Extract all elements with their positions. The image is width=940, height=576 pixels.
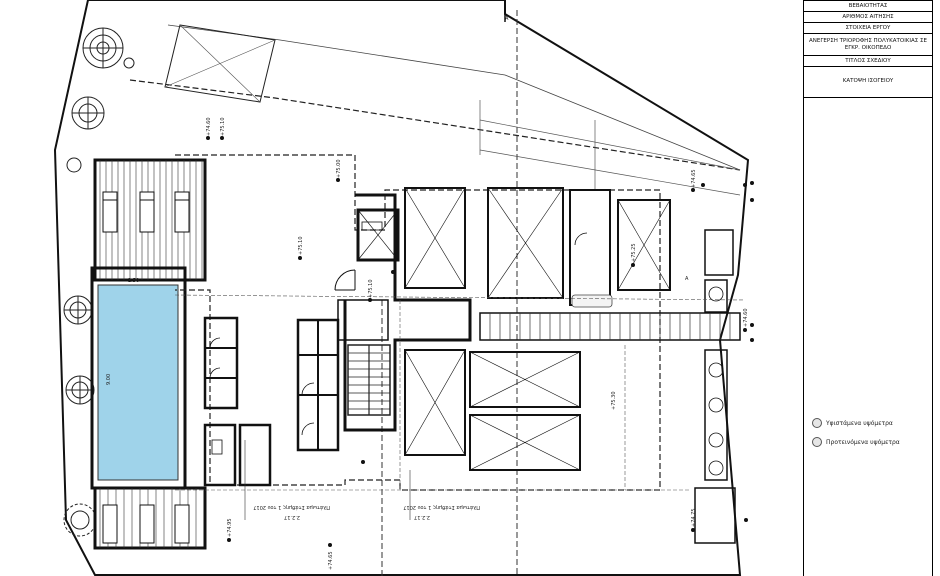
level-label: +74.60 (743, 308, 749, 327)
parking-bays-lower (404, 349, 581, 471)
core-corridor (337, 299, 389, 341)
level-label: +75.10 (298, 236, 304, 255)
boundary-marker (744, 181, 754, 522)
proposed-level-icon (812, 437, 822, 447)
pool-deck (93, 158, 207, 282)
ground-floor-plan: 9.00 2.50 (53, 0, 754, 576)
parking-dimension: 2.2.17 (284, 514, 300, 520)
building-outline (175, 154, 661, 491)
parking-dimension: 2.2.17 (414, 514, 430, 520)
legend-label: Υφιστάμενα υψόμετρα (826, 419, 893, 427)
level-label: +74.65 (691, 169, 697, 188)
tree-icon (63, 295, 93, 325)
lift-shaft (356, 208, 400, 262)
tree-icon (82, 27, 124, 69)
staircase (347, 344, 391, 416)
setback-line (129, 79, 741, 171)
shrub-icon (123, 57, 135, 69)
shrub-icon (66, 157, 82, 173)
walkway (479, 312, 741, 341)
ramp-line-2 (479, 149, 741, 196)
level-label: +75.00 (336, 159, 342, 178)
level-label: +75.10 (220, 117, 226, 136)
legend-item-proposed: Προτεινόμενα υψόμετρα (812, 437, 900, 447)
level-label: +75.25 (631, 243, 637, 262)
level-label: +74.65 (328, 551, 334, 570)
pool-water (97, 284, 179, 481)
title-block-row: ΒΕΒΑΙΟΤΗΤΑΣ (804, 1, 932, 12)
pool-length-label: 9.00 (106, 374, 112, 385)
title-block-row: ΣΤΟΙΧΕΙΑ ΕΡΓΟΥ (804, 23, 932, 34)
level-label: +74.95 (227, 518, 233, 537)
setback-line-upper (167, 24, 741, 171)
parking-note: Πλάτωμα Στάθμης 1 του 2017 (403, 504, 480, 511)
lounger-icon (102, 504, 190, 544)
grid-line (174, 294, 746, 301)
tree-icon (63, 503, 97, 537)
pool-deck-lower (93, 486, 207, 550)
entrance-door (334, 269, 356, 291)
existing-level-icon (812, 418, 822, 428)
tree-icon (65, 375, 95, 405)
level-label: +75.10 (368, 279, 374, 298)
title-block-row: ΤΙΤΛΟΣ ΣΧΕΔΙΟΥ (804, 56, 932, 67)
level-label: +74.75 (691, 508, 697, 527)
section-mark: Α (505, 16, 509, 22)
tree-icon (71, 96, 105, 130)
planter-right (694, 229, 736, 544)
ramp-line (479, 119, 741, 171)
legend-item-existing: Υφιστάμενα υψόμετρα (812, 418, 893, 428)
level-label: +75.30 (611, 391, 617, 410)
parking-note: Πλάτωμα Στάθμης 1 του 2017 (253, 504, 330, 511)
level-marker (206, 136, 747, 547)
changing-rooms (203, 316, 272, 487)
title-block-row: ΑΝΕΓΕΡΣΗ ΤΡΙΟΡΟΦΗΣ ΠΟΛΥΚΑΤΟΙΚΙΑΣ ΣΕ ΕΓΚΡ… (804, 34, 932, 56)
pool-width-label: 2.50 (128, 278, 139, 284)
title-block-row: ΚΑΤΟΨΗ ΙΣΟΓΕΙΟΥ (842, 78, 894, 85)
storage-rooms (296, 318, 340, 452)
core-walls (343, 193, 472, 432)
lounger-icon (102, 191, 190, 233)
section-mark-2: Α (685, 276, 689, 282)
legend-label: Προτεινόμενα υψόμετρα (826, 438, 900, 446)
level-label: +74.60 (206, 117, 212, 136)
title-block: ΒΕΒΑΙΟΤΗΤΑΣ ΑΡΙΘΜΟΣ ΑΙΤΗΣΗΣ ΣΤΟΙΧΕΙΑ ΕΡΓ… (803, 0, 933, 98)
title-block-row: ΑΡΙΘΜΟΣ ΑΙΤΗΣΗΣ (804, 12, 932, 23)
car-icon (571, 294, 613, 308)
